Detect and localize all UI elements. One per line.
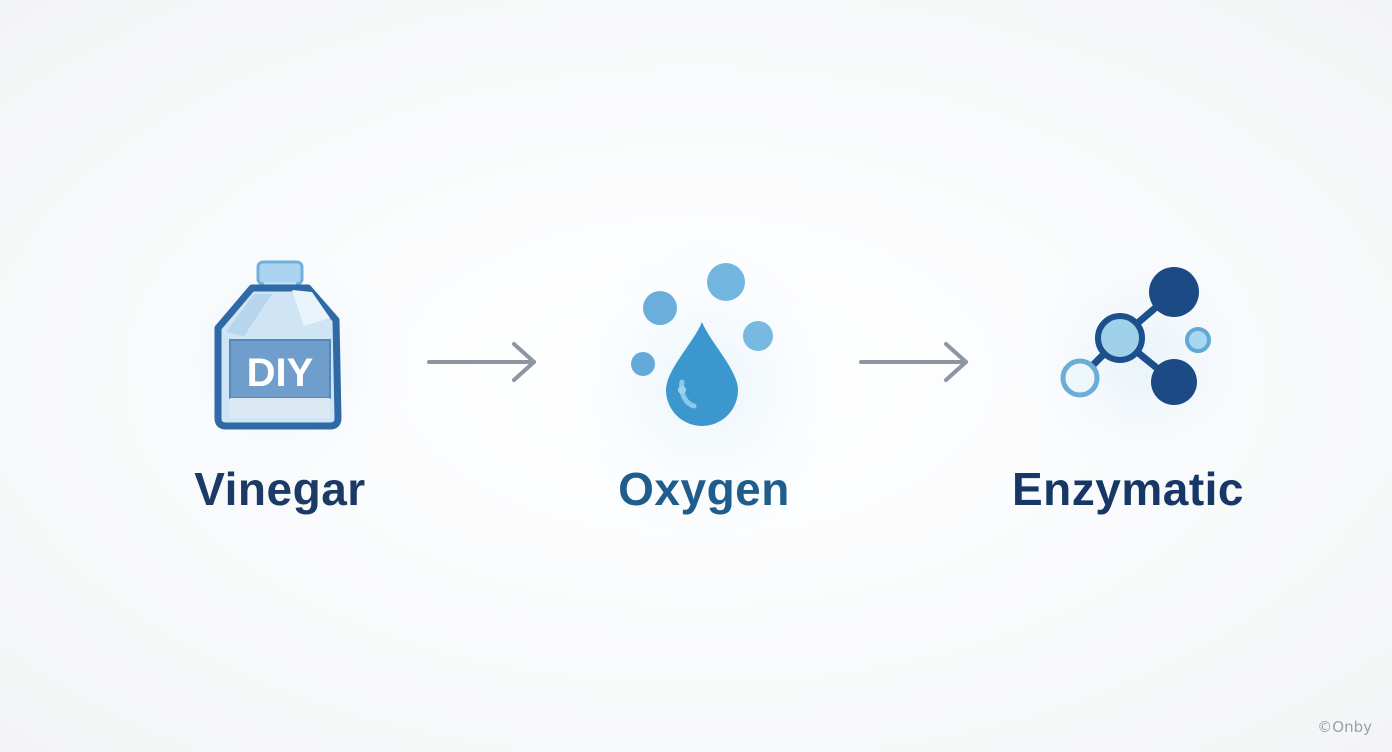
arrow-right-icon [427,342,536,382]
stage-label-vinegar: Vinegar [194,463,366,515]
watermark: ©Onby [1317,718,1372,736]
stage-label-enzymatic: Enzymatic [1011,463,1245,515]
enzymatic-glow [1010,230,1270,490]
molecule-icon [1060,267,1211,405]
diy-label: DIY [247,351,314,395]
arrow-right-icon [859,342,968,382]
diy-bottle-icon: DIY [214,260,342,430]
stage-label-oxygen: Oxygen [618,463,790,515]
oxygen-bubbles-icon [631,263,773,426]
